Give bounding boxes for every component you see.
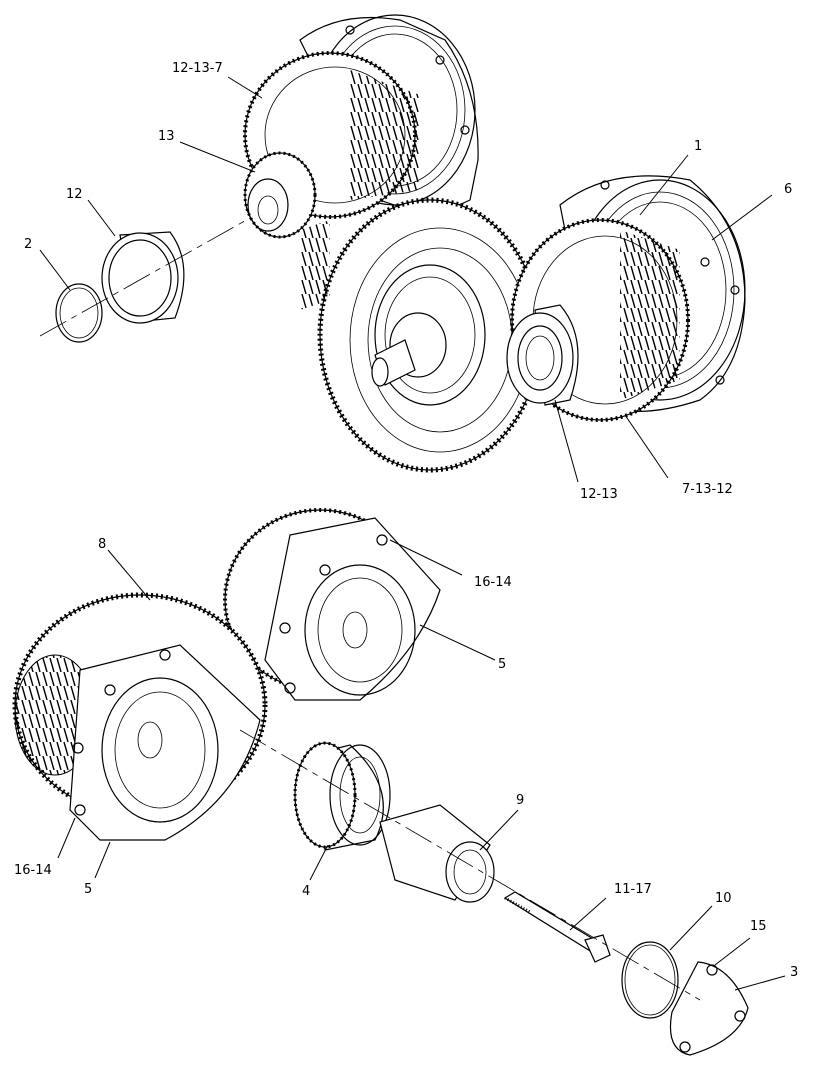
label-16-14-top: 16-14 [474, 575, 512, 590]
label-5-left: 5 [84, 882, 92, 897]
bearing-13 [243, 151, 317, 239]
label-4: 4 [302, 884, 310, 899]
sleeve-9 [379, 804, 495, 903]
part-labels: 12-13-7 13 12 2 1 6 12-13 7-13-12 8 16-1… [14, 61, 798, 980]
center-large-gear [300, 197, 543, 473]
ring-12 [101, 231, 185, 324]
leader-lines [39, 76, 786, 991]
label-2: 2 [24, 237, 32, 252]
bolt-11-17 [503, 891, 611, 963]
label-15: 15 [750, 919, 767, 934]
label-16-14-left: 16-14 [14, 863, 52, 878]
label-13: 13 [158, 129, 175, 144]
label-7-13-12: 7-13-12 [682, 482, 733, 497]
snap-ring-2 [55, 283, 103, 343]
bearing-12-13 [506, 304, 579, 406]
lower-rear-gear [223, 508, 441, 701]
label-11-17: 11-17 [614, 882, 652, 897]
label-12-13-7: 12-13-7 [172, 61, 223, 76]
label-10: 10 [715, 891, 732, 906]
label-9: 9 [516, 793, 524, 808]
label-12-13: 12-13 [580, 487, 618, 502]
label-6: 6 [784, 182, 792, 197]
bearing-4 [293, 741, 391, 851]
label-5-right: 5 [498, 657, 506, 672]
lower-front-gear [12, 592, 268, 841]
label-8: 8 [98, 537, 106, 552]
label-12: 12 [66, 187, 83, 202]
label-3: 3 [790, 965, 798, 980]
cover-plate-3 [669, 961, 749, 1056]
seal-ring-10 [621, 941, 679, 1019]
label-1: 1 [694, 139, 702, 154]
